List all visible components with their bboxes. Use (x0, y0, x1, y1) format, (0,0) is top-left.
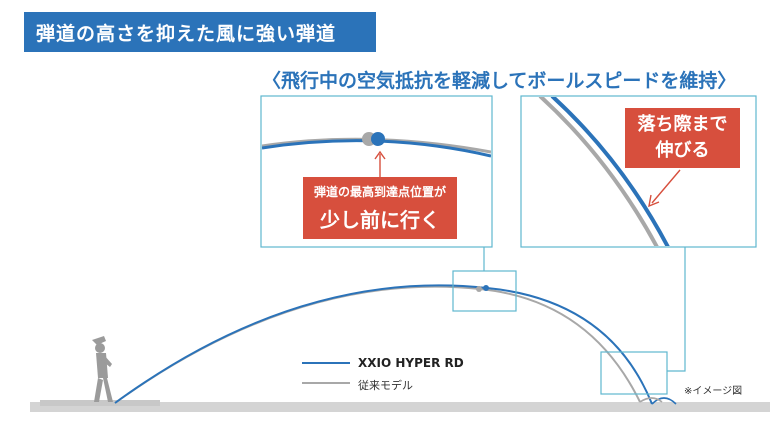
image-note: ※イメージ図 (684, 386, 743, 397)
bounce-xxio (651, 397, 677, 405)
golfer-icon (92, 336, 113, 402)
callout-apex-line2: 少し前に行く (320, 208, 440, 232)
zoom-source-descent (600, 351, 668, 395)
zoom-descent-xxio (550, 97, 670, 246)
arrow-apex-head (374, 150, 386, 160)
subtitle: 〈飛行中の空気抵抗を軽減してボールスピードを維持〉 (262, 70, 737, 92)
legend-label-xxio: XXIO HYPER RD (358, 356, 464, 370)
ground (30, 402, 770, 412)
trajectory-xxio (114, 284, 653, 405)
arrow-descent-head (648, 194, 660, 208)
zoom-apex-ball-xxio (371, 132, 385, 146)
title-banner: 弾道の高さを抑えた風に強い弾道 (24, 12, 376, 52)
apex-marker-xxio (483, 285, 489, 291)
callout-descent-line1: 落ち際まで (637, 114, 728, 135)
title-text: 弾道の高さを抑えた風に強い弾道 (36, 22, 337, 45)
callout-descent-line2: 伸びる (655, 140, 710, 161)
connector-descent (667, 247, 686, 372)
callout-apex: 弾道の最高到達点位置が 少し前に行く (303, 177, 457, 239)
legend-label-conventional: 従来モデル (358, 379, 413, 392)
apex-marker-conventional (476, 286, 482, 292)
tee-platform (40, 400, 160, 406)
callout-descent: 落ち際まで 伸びる (625, 108, 740, 168)
callout-apex-line1: 弾道の最高到達点位置が (313, 185, 446, 199)
bounce-conventional (639, 397, 663, 403)
arrow-descent (651, 169, 681, 204)
zoom-descent-conventional (538, 97, 659, 246)
